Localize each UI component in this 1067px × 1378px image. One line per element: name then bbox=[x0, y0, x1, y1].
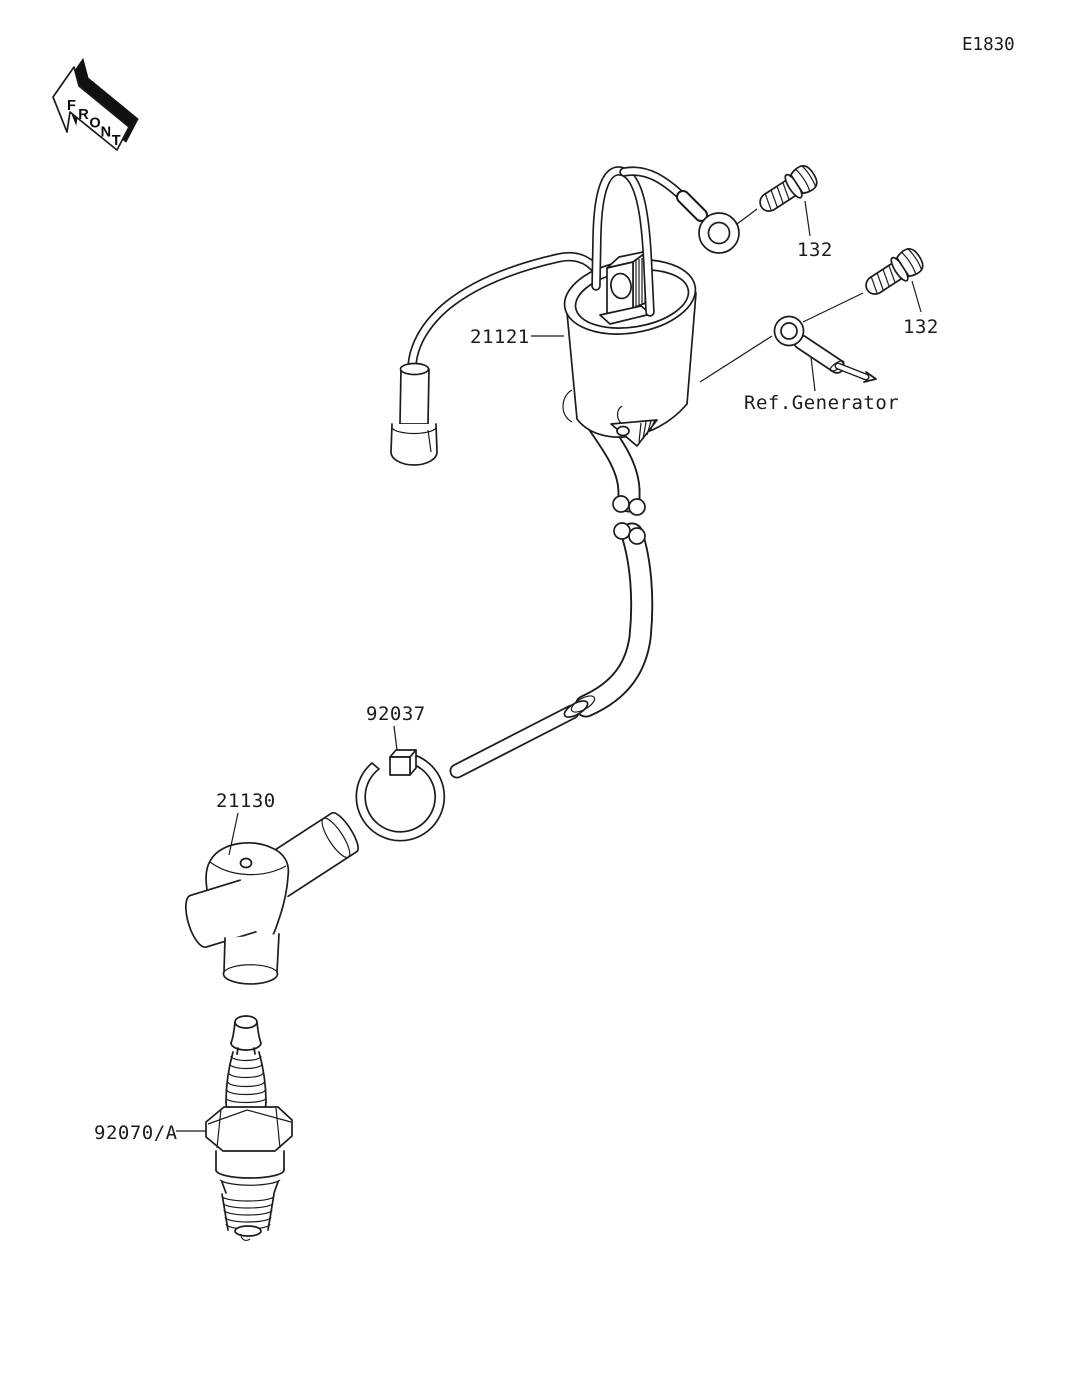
clamp-head bbox=[389, 749, 417, 776]
plug-hex-nut bbox=[205, 1106, 293, 1152]
label-ref-generator: Ref.Generator bbox=[744, 392, 899, 414]
coil-mount-bracket bbox=[599, 250, 652, 325]
coil-bottom-bracket bbox=[610, 405, 658, 447]
label-ignition-coil: 21121 bbox=[470, 326, 530, 348]
ring-terminal-ground bbox=[698, 212, 740, 254]
wire-terminal-connector bbox=[390, 362, 438, 466]
label-bolt-upper: 132 bbox=[797, 239, 833, 261]
leader-lines bbox=[176, 200, 922, 1132]
front-arrow-letter: F bbox=[67, 98, 76, 114]
diagram-code: E1830 bbox=[962, 35, 1015, 55]
spark-plug-cap bbox=[185, 811, 359, 985]
cable-clamp bbox=[355, 749, 446, 842]
flanged-bolt-lower bbox=[865, 247, 924, 295]
front-arrow-letter: R bbox=[78, 107, 89, 123]
label-bolt-lower: 132 bbox=[903, 316, 939, 338]
plug-insulator-ribs bbox=[225, 1051, 267, 1104]
front-arrow-letter: N bbox=[101, 124, 111, 140]
coil-ground-wire bbox=[591, 166, 740, 317]
ht-lead-lower bbox=[449, 522, 654, 779]
front-arrow-letter: O bbox=[89, 116, 100, 132]
spark-plug bbox=[205, 1015, 293, 1241]
label-spark-plug: 92070/A bbox=[94, 1122, 178, 1144]
front-arrow-letter: T bbox=[112, 133, 121, 149]
label-plug-cap: 21130 bbox=[216, 790, 276, 812]
ref-generator-terminal bbox=[773, 315, 877, 383]
coil-primary-wire bbox=[390, 251, 615, 466]
part-callouts: 21121 132 132 Ref.Generator 92037 21130 … bbox=[94, 239, 939, 1144]
plug-shell bbox=[215, 1150, 285, 1194]
ignition-coil bbox=[562, 250, 697, 447]
flanged-bolt-upper bbox=[759, 164, 818, 212]
cap-side-lobe bbox=[185, 879, 257, 949]
label-clamp: 92037 bbox=[366, 703, 426, 725]
cap-bottom-socket bbox=[222, 933, 280, 985]
front-arrow-face bbox=[52, 66, 130, 151]
plug-threads bbox=[221, 1193, 275, 1241]
